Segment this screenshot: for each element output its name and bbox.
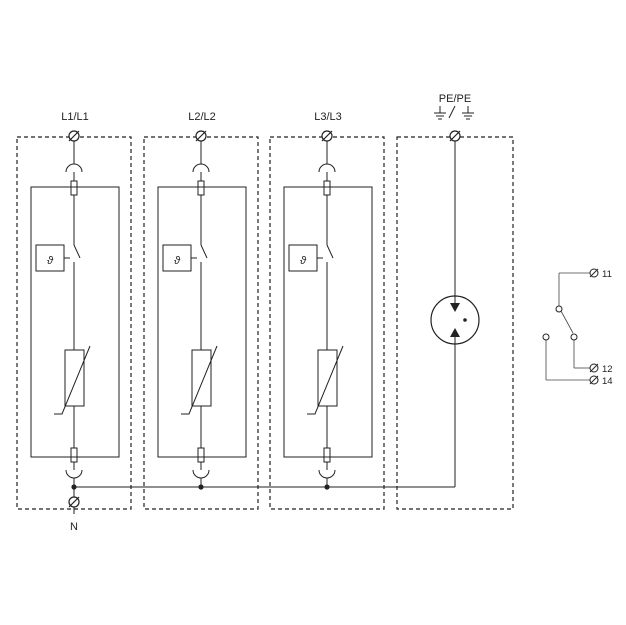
module-l3: L3/L3 ϑ	[269, 111, 385, 510]
plug-contact-bottom-icon	[192, 469, 210, 479]
fuse-bottom-icon	[323, 447, 331, 463]
terminal-11-label: 11	[602, 269, 612, 280]
thermal-symbol: ϑ	[47, 255, 54, 267]
plug-contact-top-icon	[318, 163, 336, 173]
varistor-curve	[181, 345, 218, 415]
terminal-pe-icon[interactable]	[449, 130, 461, 142]
terminal-n-label: N	[70, 521, 78, 533]
plug-contact-bottom-icon	[65, 469, 83, 479]
varistor-curve	[54, 345, 91, 415]
varistor-icon	[64, 349, 85, 407]
module-l1: L1/L1 ϑ	[16, 111, 132, 510]
varistor-curve	[307, 345, 344, 415]
module-pe: PE/PE	[396, 93, 514, 510]
module-l2-housing	[157, 186, 247, 458]
varistor-icon	[191, 349, 212, 407]
plug-contact-top-icon	[192, 163, 210, 173]
varistor-icon	[317, 349, 338, 407]
terminal-12-icon[interactable]	[589, 363, 599, 373]
terminal-12-label: 12	[602, 364, 613, 375]
module-l3-housing	[283, 186, 373, 458]
terminal-pe-label: PE/PE	[439, 93, 471, 105]
terminal-l3-icon[interactable]	[321, 130, 333, 142]
thermal-switch-icon	[200, 244, 208, 259]
spark-gap-arrow-down	[450, 303, 460, 312]
spark-gap-arrow-up	[450, 328, 460, 337]
terminal-l2-icon[interactable]	[195, 130, 207, 142]
fuse-bottom-icon	[197, 447, 205, 463]
terminal-n-icon[interactable]	[68, 496, 80, 508]
thermal-symbol: ϑ	[300, 255, 307, 267]
thermal-symbol: ϑ	[174, 255, 181, 267]
terminal-l2-label: L2/L2	[188, 111, 216, 123]
thermal-switch-icon	[326, 244, 334, 259]
fuse-top-icon	[70, 180, 78, 196]
earth-symbol-icon	[434, 105, 474, 120]
terminal-l1-label: L1/L1	[61, 111, 89, 123]
module-l2: L2/L2 ϑ	[143, 111, 259, 510]
terminal-14-label: 14	[602, 376, 613, 387]
terminal-l1-icon[interactable]	[68, 130, 80, 142]
remote-signal-contact	[542, 272, 590, 381]
plug-contact-bottom-icon	[318, 469, 336, 479]
module-l1-housing	[30, 186, 120, 458]
fuse-top-icon	[323, 180, 331, 196]
neutral-bus	[71, 484, 455, 490]
contact-pivot-icon	[555, 305, 563, 313]
thermal-switch-icon	[73, 244, 81, 259]
fuse-top-icon	[197, 180, 205, 196]
contact-blade-icon	[560, 310, 574, 334]
terminal-11-icon[interactable]	[589, 268, 599, 278]
terminal-14-icon[interactable]	[589, 375, 599, 385]
fuse-bottom-icon	[70, 447, 78, 463]
plug-contact-top-icon	[65, 163, 83, 173]
terminal-l3-label: L3/L3	[314, 111, 342, 123]
